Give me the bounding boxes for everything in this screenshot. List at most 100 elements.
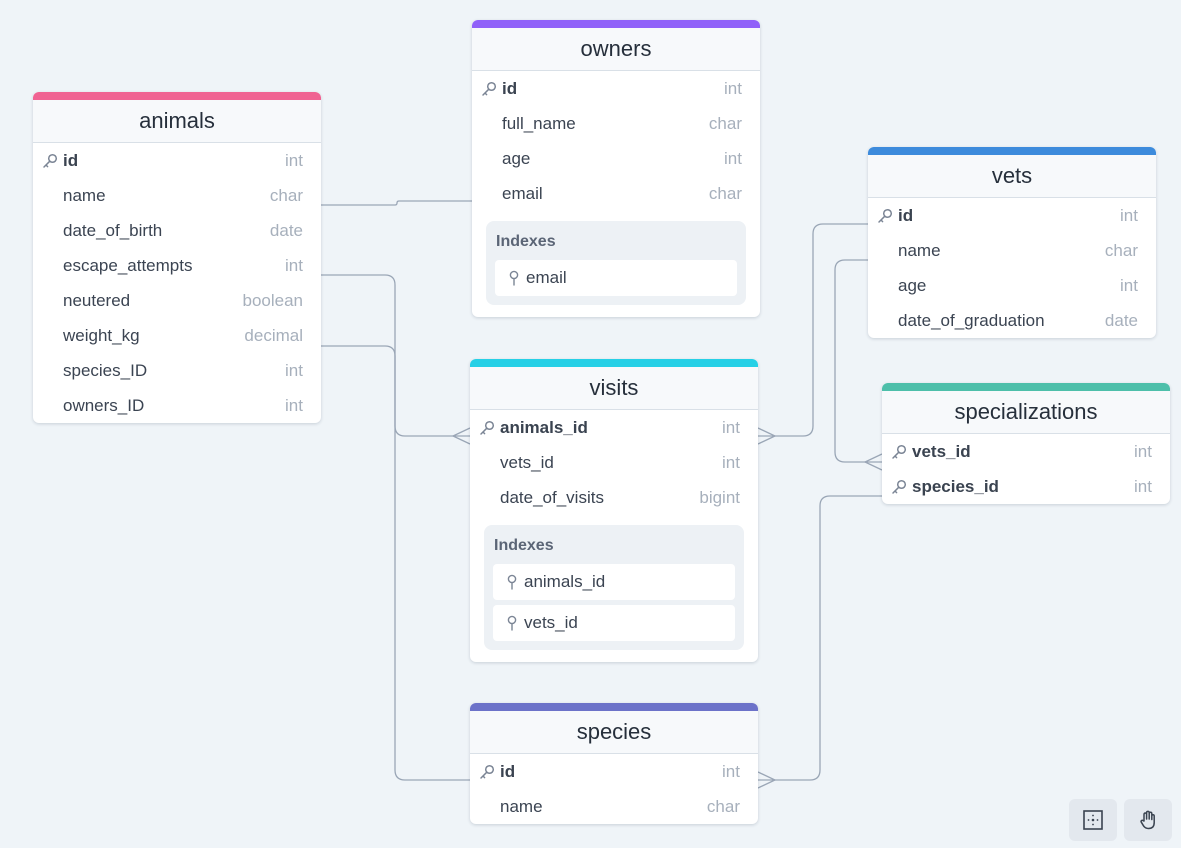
table-title: vets <box>991 163 1033 188</box>
field-row[interactable]: vets_id int <box>470 445 758 480</box>
field-row[interactable]: species_id int <box>882 469 1170 504</box>
table-header[interactable]: visits <box>470 359 758 410</box>
table-header[interactable]: species <box>470 703 758 754</box>
field-row[interactable]: weight_kg decimal <box>33 318 321 353</box>
relation-animals-species <box>320 345 470 781</box>
pan-tool-button[interactable] <box>1124 799 1172 841</box>
field-row[interactable]: name char <box>470 789 758 824</box>
table-header[interactable]: animals <box>33 92 321 143</box>
field-row[interactable]: age int <box>472 141 760 176</box>
table-header[interactable]: vets <box>868 147 1156 198</box>
field-row[interactable]: date_of_graduation date <box>868 303 1156 338</box>
table-animals[interactable]: animals id int name char date_of_birth d… <box>33 92 321 423</box>
field-type: int <box>724 148 742 168</box>
field-name: escape_attempts <box>63 255 193 275</box>
field-name: id <box>898 205 914 225</box>
index-name: animals_id <box>524 572 606 591</box>
table-species[interactable]: species id int name char <box>470 703 758 824</box>
indexes-panel: Indexes animals_id vets_id <box>484 525 744 650</box>
field-type: int <box>285 360 303 380</box>
table-title: owners <box>580 36 652 61</box>
field-name: name <box>898 240 941 260</box>
field-type: bigint <box>699 487 740 507</box>
relation-animals-visits <box>320 274 470 437</box>
index-name: vets_id <box>524 613 578 632</box>
index-name: email <box>526 268 567 287</box>
field-type: boolean <box>242 290 303 310</box>
field-row[interactable]: name char <box>868 233 1156 268</box>
table-title: specializations <box>954 399 1098 424</box>
indexes-title: Indexes <box>494 537 554 554</box>
pin-icon <box>505 615 519 631</box>
field-type: int <box>722 417 740 437</box>
key-icon <box>481 81 497 97</box>
field-type: int <box>285 255 303 275</box>
key-icon <box>479 420 495 436</box>
field-type: int <box>722 452 740 472</box>
table-header[interactable]: owners <box>472 20 760 71</box>
crow-foot-specializations-vets <box>863 453 883 471</box>
hand-icon <box>1140 810 1155 830</box>
field-row[interactable]: age int <box>868 268 1156 303</box>
table-vets[interactable]: vets id int name char age int date_of_gr… <box>868 147 1156 338</box>
field-type: int <box>1120 205 1138 225</box>
field-name: animals_id <box>500 417 588 437</box>
field-type: date <box>269 220 303 240</box>
field-row[interactable]: date_of_birth date <box>33 213 321 248</box>
field-name: date_of_birth <box>63 220 163 240</box>
field-row[interactable]: date_of_visits bigint <box>470 480 758 515</box>
fit-view-icon <box>1083 810 1103 830</box>
indexes-panel: Indexes email <box>486 221 746 305</box>
field-name: owners_ID <box>63 395 145 415</box>
relation-animals-owners <box>320 200 472 206</box>
field-row[interactable]: vets_id int <box>882 434 1170 469</box>
field-row[interactable]: owners_ID int <box>33 388 321 423</box>
table-header[interactable]: specializations <box>882 383 1170 434</box>
table-title: visits <box>589 375 639 400</box>
field-name: age <box>502 148 531 168</box>
key-icon <box>891 444 907 460</box>
field-name: age <box>898 275 927 295</box>
key-icon <box>891 479 907 495</box>
field-row[interactable]: neutered boolean <box>33 283 321 318</box>
crow-foot-visits-animals <box>451 427 471 445</box>
field-row[interactable]: id int <box>868 198 1156 233</box>
field-name: neutered <box>63 290 131 310</box>
field-row[interactable]: escape_attempts int <box>33 248 321 283</box>
key-icon <box>877 208 893 224</box>
table-title: animals <box>139 108 215 133</box>
field-name: email <box>502 183 543 203</box>
field-name: vets_id <box>912 441 971 461</box>
field-row[interactable]: animals_id int <box>470 410 758 445</box>
index-item[interactable]: email <box>495 260 737 296</box>
field-type: decimal <box>244 325 303 345</box>
field-name: name <box>500 796 543 816</box>
table-specializations[interactable]: specializations vets_id int species_id i… <box>882 383 1170 504</box>
field-name: id <box>63 150 79 170</box>
index-item[interactable]: animals_id <box>493 564 735 600</box>
field-row[interactable]: full_name char <box>472 106 760 141</box>
crow-foot-species <box>757 771 777 789</box>
pin-icon <box>505 574 519 590</box>
field-name: id <box>502 78 518 98</box>
field-row[interactable]: email char <box>472 176 760 211</box>
index-item[interactable]: vets_id <box>493 605 735 641</box>
field-type: char <box>708 183 742 203</box>
field-name: species_id <box>912 476 999 496</box>
field-name: date_of_visits <box>500 487 604 507</box>
indexes-title: Indexes <box>496 233 556 250</box>
field-type: date <box>1104 310 1138 330</box>
table-visits[interactable]: visits animals_id int vets_id int date_o… <box>470 359 758 662</box>
field-row[interactable]: species_ID int <box>33 353 321 388</box>
table-owners[interactable]: owners id int full_name char age int ema… <box>472 20 760 317</box>
field-type: char <box>706 796 740 816</box>
field-row[interactable]: id int <box>470 754 758 789</box>
field-type: int <box>1120 275 1138 295</box>
field-type: int <box>722 761 740 781</box>
field-row[interactable]: id int <box>33 143 321 178</box>
field-row[interactable]: name char <box>33 178 321 213</box>
field-row[interactable]: id int <box>472 71 760 106</box>
field-name: weight_kg <box>63 325 140 345</box>
fit-view-button[interactable] <box>1069 799 1117 841</box>
